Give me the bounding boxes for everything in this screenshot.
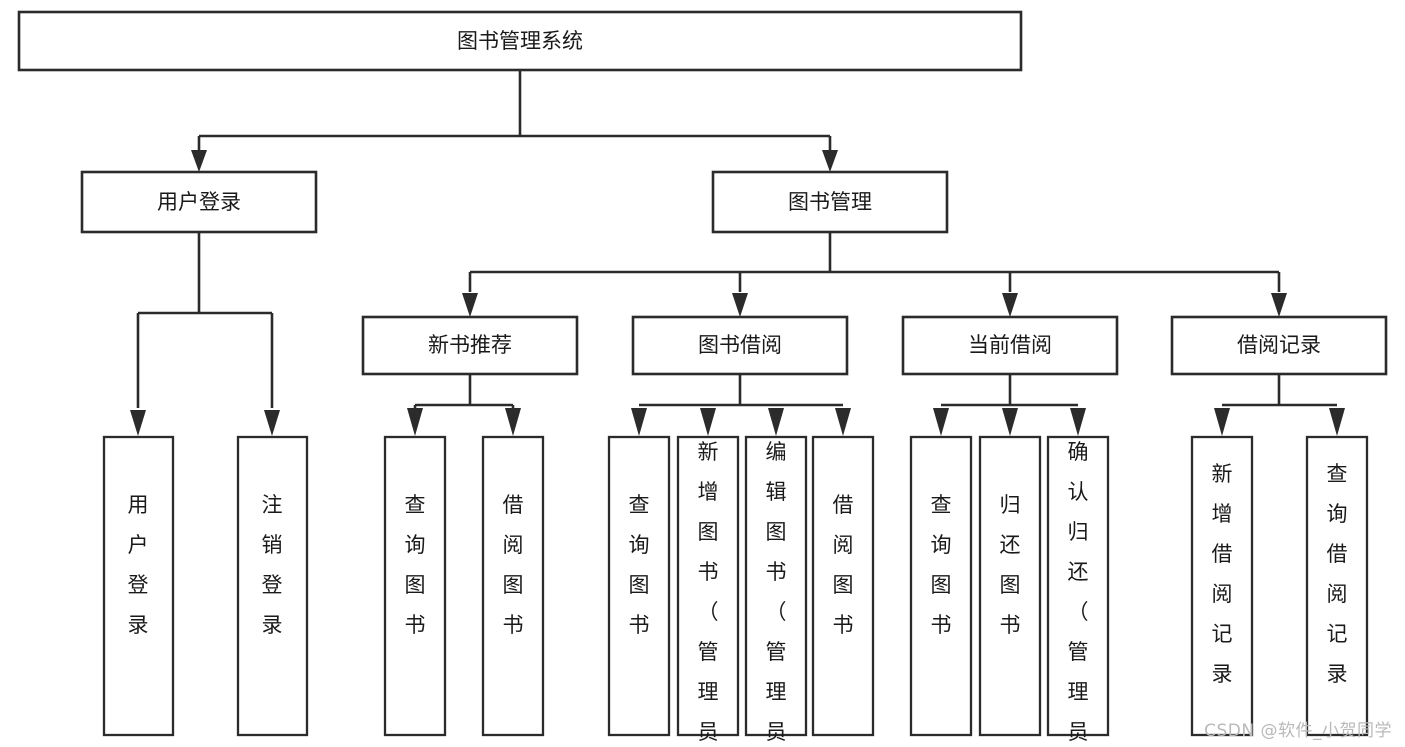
leaf-user-login-login-box[interactable] (102, 435, 175, 737)
node-new-book-recommend-label: 新书推荐 (428, 333, 512, 357)
leaf-record-query-record-label: 查询借阅记录 (1327, 462, 1348, 686)
leaf-borrow-edit-book-admin[interactable]: 编辑图书（管理员） (744, 435, 808, 747)
arrow-recommend-leaf-2 (505, 408, 521, 436)
node-book-borrow[interactable]: 图书借阅 (631, 315, 849, 376)
node-borrow-record-label: 借阅记录 (1237, 333, 1321, 357)
leaf-borrow-add-book-admin-label: 新增图书（管理员） (698, 440, 719, 747)
node-root-box[interactable] (17, 10, 1023, 72)
node-book-management[interactable]: 图书管理 (711, 170, 949, 234)
leaf-record-add-record-box[interactable] (1190, 435, 1254, 737)
arrow-borrow-leaf-4 (835, 408, 851, 436)
edge-group (130, 70, 1345, 436)
leaf-record-query-record[interactable]: 查询借阅记录 (1305, 435, 1369, 737)
leaf-recommend-borrow-book-box[interactable] (481, 435, 545, 737)
node-book-borrow-box[interactable] (631, 315, 849, 376)
leaf-borrow-query-book[interactable]: 查询图书 (607, 435, 671, 737)
leaf-user-login-logout-box[interactable] (236, 435, 309, 737)
arrow-current-leaf-3 (1070, 408, 1086, 436)
arrow-borrow-leaf-2 (700, 408, 716, 436)
node-current-borrow-box[interactable] (901, 315, 1119, 376)
node-new-book-recommend-box[interactable] (361, 315, 579, 376)
leaf-borrow-borrow-book-box[interactable] (811, 435, 875, 737)
leaf-current-confirm-return-admin-box[interactable] (1046, 435, 1110, 737)
leaf-recommend-query-book-label: 查询图书 (405, 493, 426, 637)
arrow-current-leaf-1 (933, 408, 949, 436)
arrow-book-mgmt-child-4 (1271, 293, 1287, 317)
node-root-label: 图书管理系统 (457, 29, 583, 53)
leaf-recommend-borrow-book-label: 借阅图书 (503, 493, 524, 637)
arrow-root-to-book-mgmt (822, 150, 838, 172)
leaf-borrow-borrow-book-label: 借阅图书 (833, 493, 854, 637)
leaf-borrow-edit-book-admin-box[interactable] (744, 435, 808, 737)
node-user-login-label: 用户登录 (157, 190, 241, 214)
leaf-borrow-query-book-box[interactable] (607, 435, 671, 737)
leaf-recommend-query-book-box[interactable] (383, 435, 447, 737)
leaf-borrow-add-book-admin-box[interactable] (676, 435, 740, 737)
arrow-user-login-child-1 (130, 410, 146, 436)
leaf-borrow-query-book-label: 查询图书 (629, 493, 650, 637)
leaf-user-login-login-label: 用户登录 (128, 493, 149, 637)
leaf-user-login-logout-label: 注销登录 (262, 493, 283, 637)
arrow-borrow-leaf-1 (631, 408, 647, 436)
arrow-book-mgmt-child-2 (732, 293, 748, 317)
node-current-borrow-label: 当前借阅 (968, 333, 1052, 357)
leaf-record-add-record[interactable]: 新增借阅记录 (1190, 435, 1254, 737)
leaf-borrow-edit-book-admin-label: 编辑图书（管理员） (766, 440, 787, 747)
arrow-current-leaf-2 (1002, 408, 1018, 436)
arrow-book-mgmt-child-3 (1002, 293, 1018, 317)
leaf-current-return-book-label: 归还图书 (1000, 493, 1021, 637)
leaf-current-query-book-box[interactable] (909, 435, 973, 737)
node-book-management-box[interactable] (711, 170, 949, 234)
node-current-borrow[interactable]: 当前借阅 (901, 315, 1119, 376)
leaf-current-confirm-return-admin-label: 确认归还（管理员） (1068, 440, 1089, 747)
leaf-current-query-book-label: 查询图书 (931, 493, 952, 637)
leaf-borrow-add-book-admin[interactable]: 新增图书（管理员） (676, 435, 740, 747)
arrow-record-leaf-2 (1329, 408, 1345, 436)
leaf-recommend-query-book[interactable]: 查询图书 (383, 435, 447, 737)
leaf-record-add-record-label: 新增借阅记录 (1212, 462, 1233, 686)
node-new-book-recommend[interactable]: 新书推荐 (361, 315, 579, 376)
node-user-login[interactable]: 用户登录 (80, 170, 318, 234)
arrow-book-mgmt-child-1 (462, 293, 478, 317)
arrow-root-to-user-login (191, 150, 207, 172)
node-root-book-management-system[interactable]: 图书管理系统 (17, 10, 1023, 72)
node-book-borrow-label: 图书借阅 (698, 333, 782, 357)
arrow-user-login-child-2 (264, 410, 280, 436)
leaf-current-query-book[interactable]: 查询图书 (909, 435, 973, 737)
arrow-borrow-leaf-3 (768, 408, 784, 436)
node-book-management-label: 图书管理 (788, 190, 872, 214)
leaf-current-return-book-box[interactable] (978, 435, 1042, 737)
leaf-current-confirm-return-admin[interactable]: 确认归还（管理员） (1046, 435, 1110, 747)
csdn-watermark: CSDN @软件_小贺同学 (1204, 721, 1392, 741)
leaf-current-return-book[interactable]: 归还图书 (978, 435, 1042, 737)
node-user-login-box[interactable] (80, 170, 318, 234)
arrow-record-leaf-1 (1214, 408, 1230, 436)
leaf-user-login-login[interactable]: 用户登录 (102, 435, 175, 737)
arrow-recommend-leaf-1 (407, 408, 423, 436)
leaf-user-login-logout[interactable]: 注销登录 (236, 435, 309, 737)
leaf-record-query-record-box[interactable] (1305, 435, 1369, 737)
leaf-borrow-borrow-book[interactable]: 借阅图书 (811, 435, 875, 737)
node-borrow-record-box[interactable] (1170, 315, 1388, 376)
node-borrow-record[interactable]: 借阅记录 (1170, 315, 1388, 376)
leaf-recommend-borrow-book[interactable]: 借阅图书 (481, 435, 545, 737)
